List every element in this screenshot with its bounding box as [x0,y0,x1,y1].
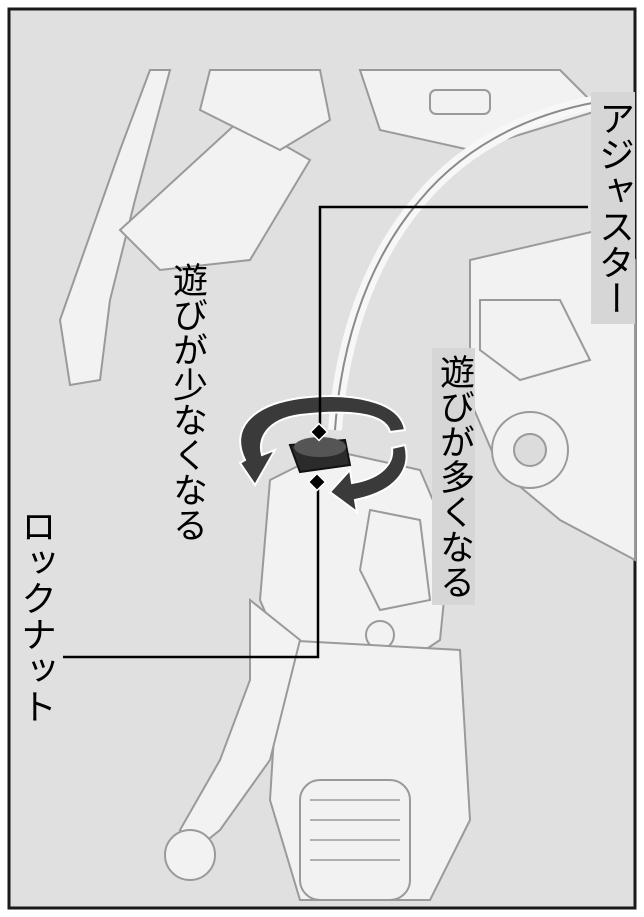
adjuster-label: アジャスター [591,92,635,324]
clutch-lever [164,597,302,881]
switch-housing [358,69,602,152]
mirror-bracket [58,69,332,387]
rotation-arrow-more-play [328,443,408,515]
leader-point-lock-nut [307,472,327,492]
rotation-arrow-less-play [238,395,407,487]
lock-nut [288,437,352,474]
leader-point-adjuster [309,422,329,442]
handlebar-grip [268,638,472,901]
leader-lines [63,205,588,659]
more-play-label: 遊びが多くなる [432,348,475,605]
lock-nut-label: ロックナット [15,508,56,724]
lever-perch [258,448,452,682]
less-play-label: 遊びが少なくなる [167,262,207,542]
